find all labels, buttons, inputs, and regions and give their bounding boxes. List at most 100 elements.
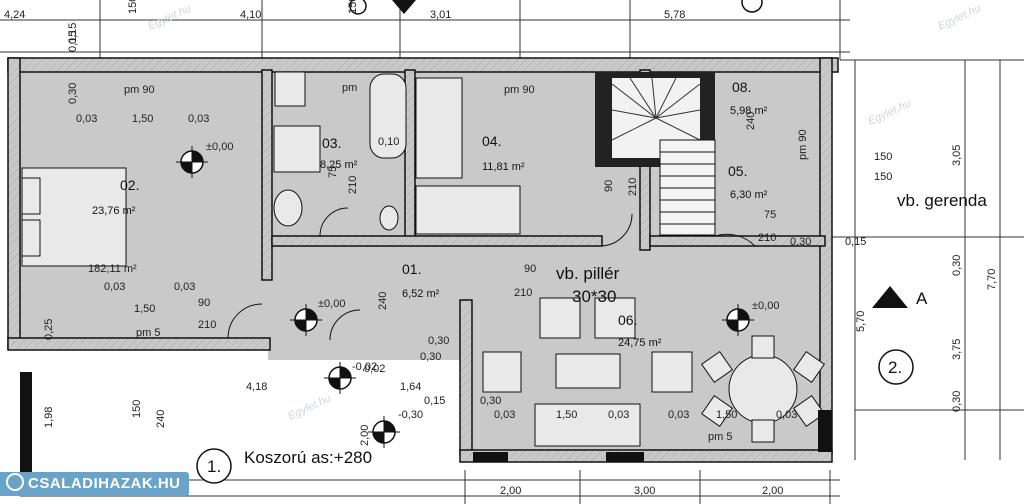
axis-1-label: 1. — [207, 457, 221, 476]
dimension-label: 0,03 — [104, 281, 125, 293]
room-02-number: 02. — [120, 177, 139, 193]
dimension-label: 240 — [155, 410, 167, 428]
dimension-label: 182,11 m² — [88, 263, 137, 275]
columns — [20, 372, 832, 482]
koszoru-label: Koszorú as:+280 — [244, 448, 372, 467]
axis-2-label: 2. — [888, 358, 902, 377]
dimension-label: 3,05 — [951, 145, 963, 166]
room-08-number: 08. — [732, 79, 751, 95]
dimension-label: 0,03 — [668, 409, 689, 421]
site-logo: CSALADIHAZAK.HU — [0, 472, 189, 496]
dimension-label: 150 — [127, 0, 139, 14]
dimension-label: 210 — [198, 319, 216, 331]
dimension-label: 1,50 — [132, 113, 153, 125]
dimension-label: 0,10 — [378, 136, 399, 148]
annotation-labels: vb. gerenda vb. pillér 30*30 Koszorú as:… — [207, 191, 987, 476]
right-dimensions: 3,05 7,70 0,30 3,75 5,70 0,30 150 150 0,… — [758, 145, 998, 412]
dimension-label: 150 — [874, 171, 892, 183]
dimension-label: 0,25 — [43, 319, 55, 340]
interior-dimensions: pm 90 pm 90 pm pm 5 pm 5 0,03 1,50 0,03 … — [43, 31, 809, 446]
room-08-area: 5,98 m² — [730, 105, 768, 117]
room-labels: 01. 6,52 m² 02. 23,76 m² 03. 8,25 m² 04.… — [92, 79, 768, 349]
dimension-label: pm 5 — [708, 431, 732, 443]
vb-piller-label: vb. pillér — [556, 264, 620, 283]
dimension-label: 1,50 — [716, 409, 737, 421]
dimension-label: 5,70 — [855, 311, 867, 332]
room-05-number: 05. — [728, 163, 747, 179]
level-markers — [176, 146, 754, 448]
dimension-label: 0,03 — [608, 409, 629, 421]
room-03-area: 8,25 m² — [320, 159, 358, 171]
dimension-label: 240 — [377, 292, 389, 310]
staircase — [595, 72, 716, 236]
dimension-label: 90 — [603, 180, 615, 192]
dimension-label: pm 90 — [124, 84, 155, 96]
dimension-label: 210 — [627, 178, 639, 196]
dimension-label: -0,02 — [352, 361, 377, 373]
room-03-number: 03. — [322, 135, 341, 151]
dimension-label: 7,70 — [986, 269, 998, 290]
dimension-label: ±0,00 — [318, 298, 345, 310]
piller-size-label: 30*30 — [572, 287, 616, 306]
dimension-label: 240 — [745, 112, 757, 130]
dimension-label: 1,64 — [400, 381, 421, 393]
room-06-area: 24,75 m² — [618, 337, 662, 349]
dimension-label: 0,03 — [494, 409, 515, 421]
dimension-label: pm — [342, 82, 357, 94]
dimension-label: 75 — [327, 166, 339, 178]
dimension-label: pm 90 — [797, 129, 809, 160]
dimension-label: 0,15 — [67, 23, 79, 44]
dimension-label: 90 — [198, 297, 210, 309]
dimension-label: 4,24 — [4, 9, 25, 21]
level-labels: ±0,00 ±0,00 ±0,00 -0,30 -0,02 — [206, 141, 779, 421]
dimension-label: 0,30 — [67, 83, 79, 104]
dimension-label: 150 — [874, 151, 892, 163]
section-arrow-top — [392, 0, 416, 14]
dimension-label: 210 — [347, 176, 359, 194]
dimension-label: 0,30 — [420, 351, 441, 363]
dimension-label: 0,03 — [174, 281, 195, 293]
dimension-label: ±0,00 — [206, 141, 233, 153]
door-swings — [227, 207, 756, 341]
room-04-number: 04. — [482, 133, 501, 149]
dimension-label: 1,50 — [134, 303, 155, 315]
vb-gerenda-label: vb. gerenda — [897, 191, 987, 210]
dimension-label: pm 5 — [136, 327, 160, 339]
dimension-label: 150 — [131, 400, 143, 418]
dimension-label: 0,30 — [951, 391, 963, 412]
dimension-label: Egylet.hu — [936, 2, 983, 32]
section-a-label: A — [916, 289, 928, 308]
dimension-label: 0,03 — [188, 113, 209, 125]
axis-markers — [196, 0, 914, 484]
room-06-number: 06. — [618, 312, 637, 328]
dimension-label: 3,00 — [634, 485, 655, 497]
dimension-label: Egylet.hu — [286, 392, 333, 422]
dimension-label: 0,30 — [790, 236, 811, 248]
dimension-label: 0,15 — [424, 395, 445, 407]
dimension-label: 3,01 — [430, 9, 451, 21]
dimension-label: 1,98 — [43, 407, 55, 428]
dimension-label: 75 — [764, 209, 776, 221]
dimension-label: 90 — [524, 263, 536, 275]
room-05-area: 6,30 m² — [730, 189, 768, 201]
dimension-label: 2,00 — [762, 485, 783, 497]
section-arrow-a — [872, 286, 908, 308]
dimension-label: 0,15 — [67, 31, 79, 52]
dimension-label: 150 — [347, 0, 359, 14]
dimension-label: 2,00 — [359, 425, 371, 446]
dimension-label: 0,03 — [776, 409, 797, 421]
room-01-area: 6,52 m² — [402, 288, 440, 300]
dimension-label: 210 — [514, 287, 532, 299]
dimension-label: Egylet.hu — [866, 97, 913, 127]
logo-icon — [6, 473, 24, 491]
furniture — [21, 71, 826, 447]
dimension-label: Egylet.hu — [146, 2, 193, 32]
room-02-area: 23,76 m² — [92, 205, 136, 217]
dimension-label: ±0,00 — [752, 300, 779, 312]
dimension-label: 3,75 — [951, 339, 963, 360]
dimension-label: 1,50 — [556, 409, 577, 421]
dimension-label: 0,30 — [480, 395, 501, 407]
dimension-label: 0,02 — [364, 363, 385, 375]
dimension-label: 0,15 — [845, 236, 866, 248]
bottom-dimensions: 2,00 3,00 2,00 — [500, 485, 783, 497]
